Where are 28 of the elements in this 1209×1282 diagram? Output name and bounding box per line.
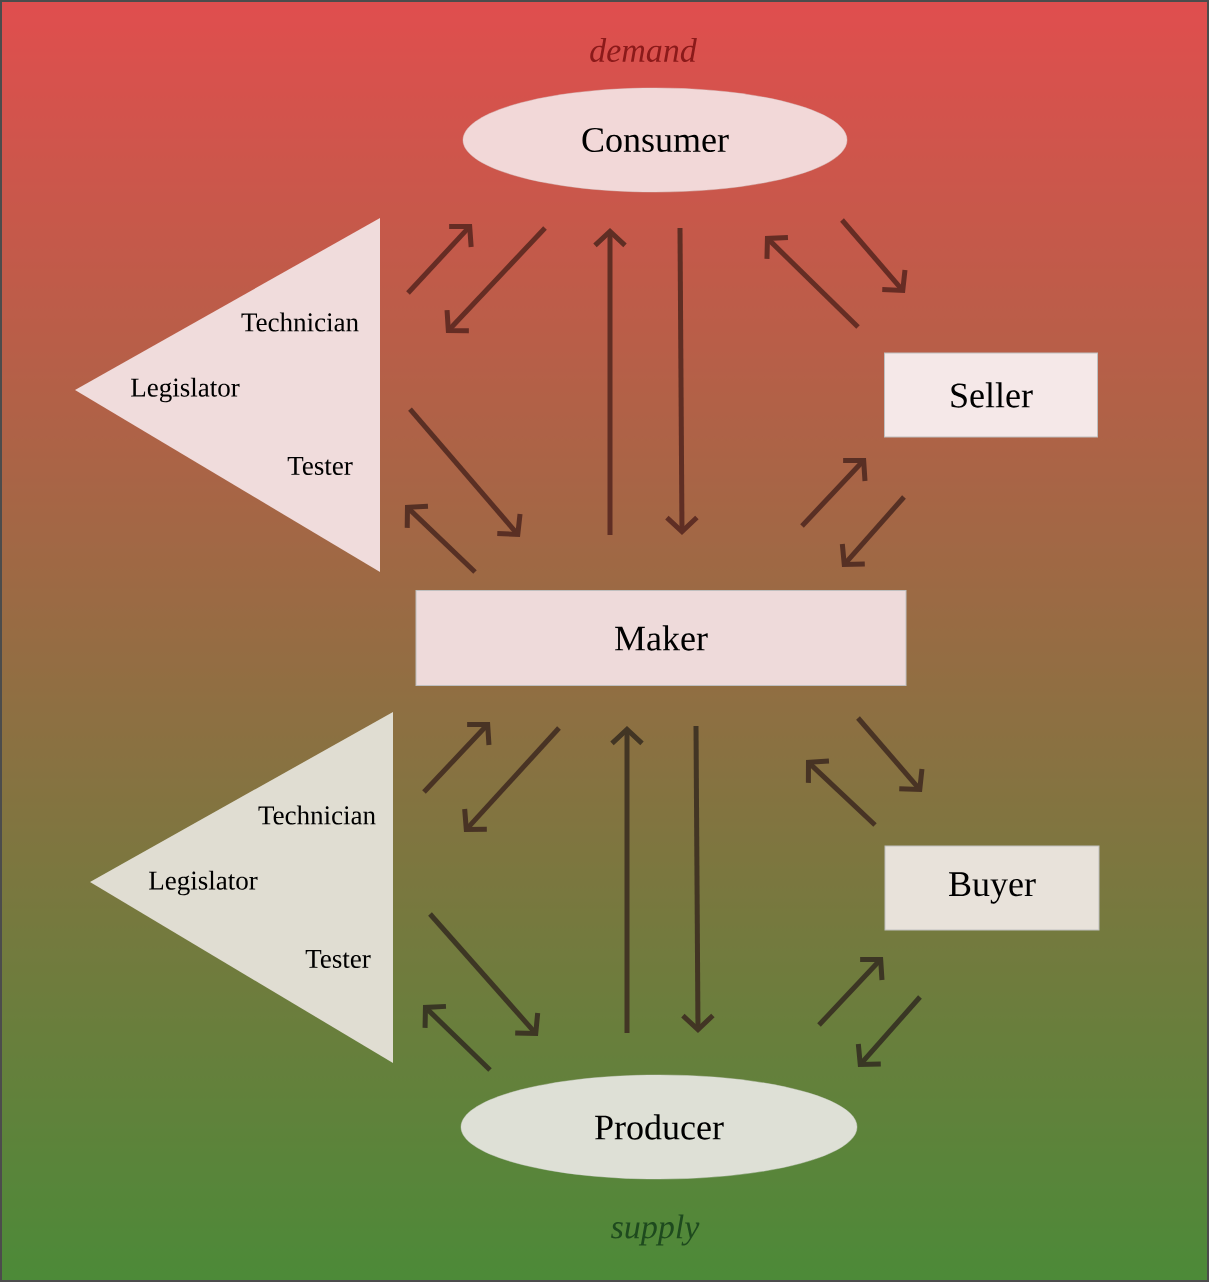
arrow xyxy=(408,407,523,537)
arrow xyxy=(406,224,474,295)
ellipse-node: Consumer xyxy=(462,87,848,193)
triangle: Technician Legislator Tester xyxy=(75,218,380,572)
caption-label: supply xyxy=(611,1214,700,1246)
arrow xyxy=(665,228,699,535)
arrow xyxy=(422,721,492,794)
arrow xyxy=(764,234,860,329)
box: Buyer xyxy=(884,845,1100,931)
ellipse-node: Producer xyxy=(460,1074,858,1180)
arrow xyxy=(805,758,877,827)
arrow xyxy=(681,726,715,1033)
arrow xyxy=(444,226,547,334)
arrow xyxy=(855,995,922,1067)
triangle: Technician Legislator Tester xyxy=(90,712,393,1063)
arrow xyxy=(856,716,925,792)
arrow xyxy=(610,726,644,1033)
box: Maker xyxy=(415,590,907,686)
arrow xyxy=(422,1003,492,1072)
arrow xyxy=(428,912,541,1036)
arrow xyxy=(840,218,908,293)
arrow xyxy=(462,726,561,832)
box: Seller xyxy=(884,352,1098,438)
arrow xyxy=(800,457,868,528)
arrow xyxy=(817,956,885,1027)
arrow xyxy=(593,228,627,535)
arrow xyxy=(839,495,906,567)
arrow xyxy=(404,503,477,574)
